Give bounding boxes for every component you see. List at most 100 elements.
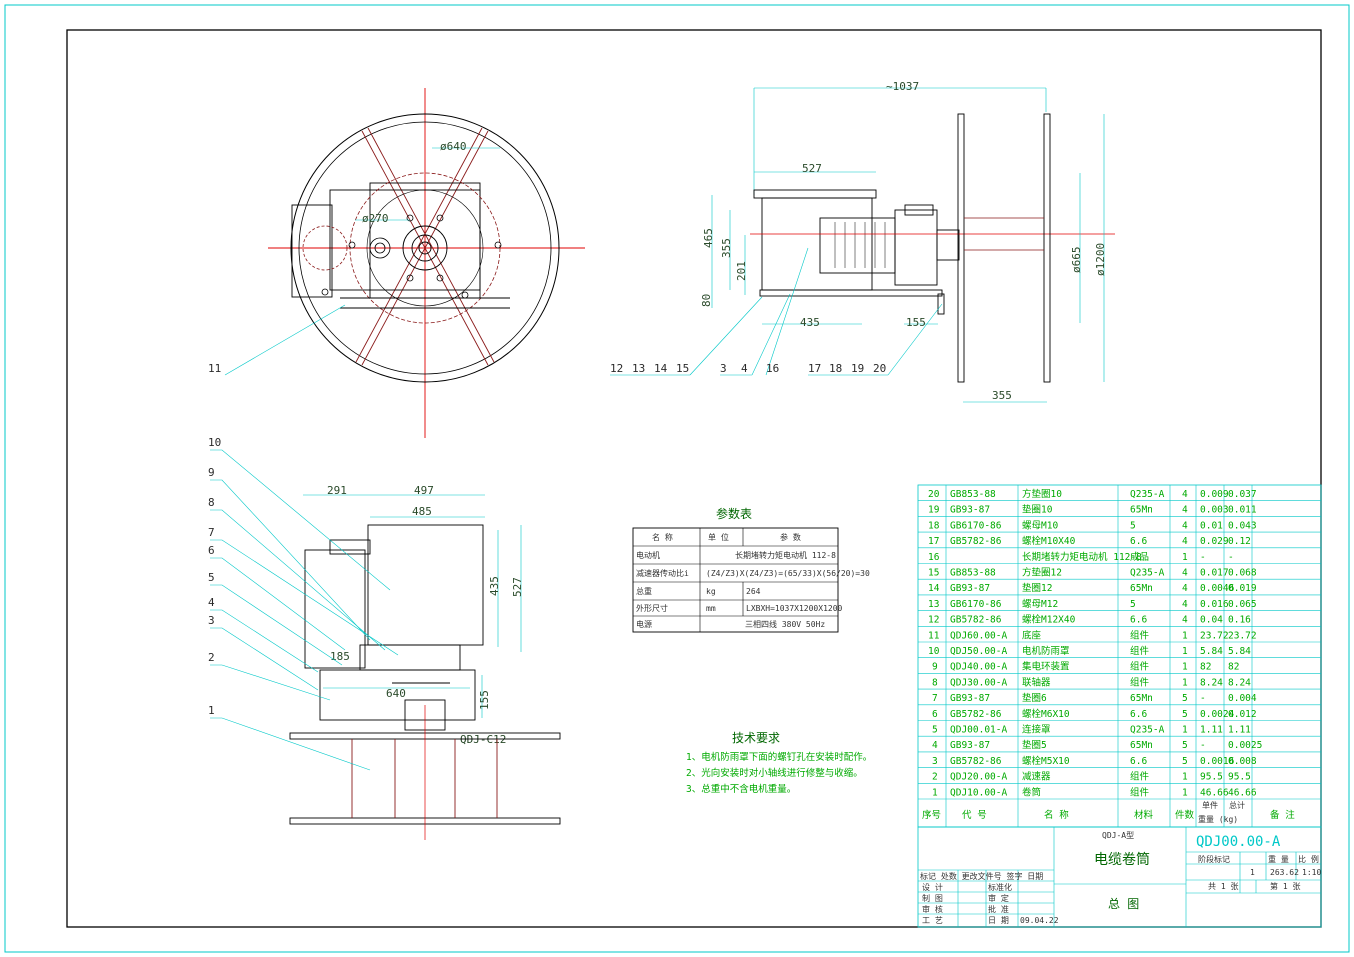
bom-cell: 0.068 — [1228, 568, 1257, 579]
bom-cell: QDJ10.00-A — [950, 787, 1007, 798]
bom-cell: GB5782-86 — [950, 709, 1002, 720]
bom-cell: 连接罩 — [1022, 724, 1051, 736]
tb-right-2: 批 准 — [988, 904, 1009, 914]
bom-cell: 6.6 — [1130, 615, 1147, 626]
callout-15: 15 — [676, 362, 689, 375]
bom-cell: 0.0016 — [1200, 756, 1235, 767]
bom-cell: 1 — [1182, 772, 1188, 783]
dim-side-1037: ~1037 — [886, 80, 919, 93]
bom-cell: 4 — [1182, 505, 1188, 516]
param-r2-unit: kg — [706, 587, 716, 596]
bom-cell: 46.66 — [1228, 787, 1257, 798]
bom-cell: QDJ40.00-A — [950, 662, 1007, 673]
bom-cell: 6.6 — [1130, 709, 1147, 720]
tb-drawing: 总 图 — [1108, 897, 1139, 911]
bom-cell: 组件 — [1130, 629, 1150, 641]
bom-cell: 5 — [1130, 599, 1136, 610]
dim-front-270: ø270 — [362, 212, 389, 225]
bom-cell: 5 — [1182, 740, 1188, 751]
bom-cell: 0.01 — [1200, 520, 1223, 531]
dim-side-355b: 355 — [992, 389, 1012, 402]
bom-cell: 0.0046 — [1200, 583, 1235, 594]
tech-title: 技术要求 — [732, 731, 780, 745]
bom-cell: 0.037 — [1228, 489, 1257, 500]
bom-h-material: 材料 — [1134, 809, 1154, 821]
dim-top-185: 185 — [330, 650, 350, 663]
bom-cell: 4 — [1182, 568, 1188, 579]
bom-cell: 螺栓M6X10 — [1022, 708, 1070, 720]
bom-cell: 6.6 — [1130, 536, 1147, 547]
bom-cell: 0.043 — [1228, 520, 1257, 531]
bom-cell: 5.84 — [1228, 646, 1251, 657]
callout-13: 13 — [632, 362, 645, 375]
dim-side-435: 435 — [800, 316, 820, 329]
callout-top-6: 6 — [208, 544, 215, 557]
bom-cell: 0.0025 — [1228, 740, 1262, 751]
bom-cell: 8.24 — [1228, 677, 1251, 688]
bom-cell: 组件 — [1130, 661, 1150, 673]
bom-cell: 95.5 — [1228, 772, 1251, 783]
bom-cell: 0.065 — [1228, 599, 1257, 610]
bom-cell: - — [1200, 693, 1206, 704]
tb-sign-2: 制 图 — [922, 893, 943, 903]
bom-cell: 螺栓M5X10 — [1022, 755, 1070, 767]
tech-item-3: 3、总重中不含电机重量。 — [686, 783, 796, 795]
side-view: ~1037 527 465 355 201 80 435 — [610, 80, 1115, 403]
tech-item-1: 1、电机防雨罩下面的螺钉孔在安装时配作。 — [686, 751, 872, 763]
bom-cell: 65Mn — [1130, 505, 1153, 516]
bom-cell: - — [1200, 552, 1206, 563]
tb-scale-header: 比 例 — [1298, 854, 1319, 864]
dim-side-201: 201 — [735, 261, 748, 281]
callout-17: 17 — [808, 362, 821, 375]
bom-cell: 5.84 — [1200, 646, 1223, 657]
callout-top-8: 8 — [208, 496, 215, 509]
param-r4-name: 电源 — [636, 619, 652, 629]
callout-top-3: 3 — [208, 614, 215, 627]
callout-18: 18 — [829, 362, 842, 375]
bom-cell: 长期堵转力矩电动机 112-8 — [1022, 551, 1142, 563]
dim-side-527: 527 — [802, 162, 822, 175]
bom-cell: Q235-A — [1130, 568, 1165, 579]
param-table: 参数表 名 称 单 位 参 数 电动机 长期堵转力矩电动机 112-8 减速器传… — [632, 506, 870, 633]
bom-cell: 4 — [1182, 599, 1188, 610]
bom-cell: 螺母M12 — [1022, 599, 1058, 610]
bom-cell: 65Mn — [1130, 740, 1153, 751]
tb-sign-4: 工 艺 — [922, 916, 943, 925]
param-r1-unit: i — [684, 569, 689, 578]
bom-h-no: 序号 — [922, 809, 941, 821]
bom-cell: 1 — [1182, 725, 1188, 736]
bom-cell: 0.011 — [1228, 505, 1257, 516]
bom-cell: GB93-87 — [950, 505, 990, 516]
bom-cell: 4 — [1182, 615, 1188, 626]
bom-cell: 0.008 — [1228, 756, 1257, 767]
bom-cell: 垫圈10 — [1022, 504, 1053, 516]
bom-cell: 95.5 — [1200, 772, 1223, 783]
bom-cell: 65Mn — [1130, 693, 1153, 704]
bom-cell: 联轴器 — [1022, 676, 1051, 688]
tb-stage-header: 阶段标记 — [1198, 854, 1230, 864]
bom-cell: 1 — [932, 787, 938, 798]
bom-cell: 12 — [928, 615, 939, 626]
bom-cell: 1 — [1182, 646, 1188, 657]
dim-side-665: ø665 — [1070, 247, 1083, 274]
bom-cell: 1.11 — [1228, 725, 1251, 736]
bom-cell: - — [1228, 552, 1234, 563]
param-r4-value: 三相四线 380V 50Hz — [745, 619, 825, 629]
bom-cell: 4 — [932, 740, 938, 751]
dim-top-527: 527 — [511, 577, 524, 597]
tech-requirements: 技术要求 1、电机防雨罩下面的螺钉孔在安装时配作。 2、光向安装时对小轴线进行修… — [686, 731, 872, 795]
bom-cell: 1.11 — [1200, 725, 1223, 736]
bom-h-name: 名 称 — [1044, 809, 1069, 821]
bom-h-remark: 备 注 — [1270, 809, 1295, 821]
bom-cell: 14 — [928, 583, 940, 594]
bom-cell: 1 — [1182, 662, 1188, 673]
dim-top-155: 155 — [478, 690, 491, 710]
callout-top-5: 5 — [208, 571, 215, 584]
dim-front-640: ø640 — [440, 140, 467, 153]
bom-cell: 5 — [1182, 756, 1188, 767]
tb-sign-0: 标记 处数 更改文件号 签字 日期 — [920, 871, 1043, 881]
bom-cell: 4 — [1182, 583, 1188, 594]
param-title: 参数表 — [716, 506, 752, 521]
tb-weight: 263.62 — [1270, 868, 1299, 877]
